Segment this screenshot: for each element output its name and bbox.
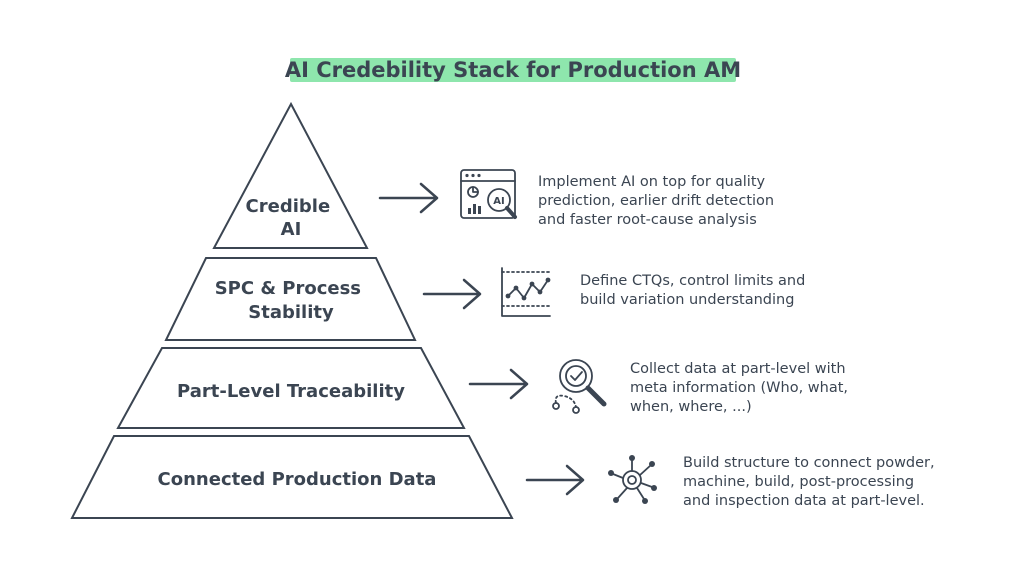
level-2-label: SPC & Process Stability (215, 278, 368, 323)
level-1-description-line-2: prediction, earlier drift detection (538, 193, 774, 209)
ai-dashboard-icon: AI (460, 169, 517, 219)
level-1-description-line-3: and faster root-cause analysis (538, 212, 757, 228)
level-3-description-line-2: meta information (Who, what, (630, 380, 848, 396)
level-4-label-line-1: Connected Production Data (158, 469, 437, 490)
diagram-title: AI Credebility Stack for Production AM (285, 58, 741, 82)
level-3-label-line-1: Part-Level Traceability (177, 381, 405, 402)
pyramid-level-4-shape (70, 435, 514, 519)
pyramid-level-3-shape (116, 347, 466, 429)
level-4-description-line-3: and inspection data at part-level. (683, 493, 925, 509)
level-4-arrow (525, 464, 585, 496)
title-highlight (290, 58, 736, 82)
level-1-label-line-1: Credible (246, 196, 331, 217)
level-2-label-line-2: Stability (248, 302, 334, 323)
pyramid-labels: Credible AI SPC & Process Stability Part… (158, 196, 437, 490)
level-1-label-line-2: AI (281, 219, 302, 240)
level-2-arrow (422, 278, 482, 310)
trace-magnifier-icon (552, 359, 607, 414)
level-1-description: Implement AI on top for quality predicti… (538, 174, 779, 228)
pyramid (70, 101, 514, 519)
level-3-arrow (468, 368, 529, 400)
arrows (378, 182, 585, 496)
title-group: AI Credebility Stack for Production AM (285, 58, 741, 82)
level-4-label: Connected Production Data (158, 469, 437, 490)
level-3-description: Collect data at part-level with meta inf… (630, 361, 853, 415)
svg-text:AI: AI (493, 196, 504, 207)
pyramid-level-1-shape (212, 101, 369, 249)
level-1-label: Credible AI (246, 196, 337, 240)
level-3-label: Part-Level Traceability (177, 381, 405, 402)
level-3-description-line-1: Collect data at part-level with (630, 361, 846, 377)
level-2-description-line-2: build variation understanding (580, 292, 794, 308)
level-2-description: Define CTQs, control limits and build va… (580, 273, 810, 308)
level-2-label-line-1: SPC & Process (215, 278, 361, 299)
network-hub-icon (608, 455, 657, 504)
descriptions: Implement AI on top for quality predicti… (538, 174, 939, 509)
level-4-description: Build structure to connect powder, machi… (683, 455, 939, 509)
control-chart-icon (501, 267, 551, 317)
level-3-description-line-3: when, where, ...) (630, 399, 752, 415)
level-4-description-line-1: Build structure to connect powder, (683, 455, 935, 471)
pyramid-level-2-shape (164, 257, 417, 341)
level-2-description-line-1: Define CTQs, control limits and (580, 273, 805, 289)
level-4-description-line-2: machine, build, post-processing (683, 474, 914, 490)
level-1-description-line-1: Implement AI on top for quality (538, 174, 765, 190)
level-1-arrow (378, 182, 439, 214)
